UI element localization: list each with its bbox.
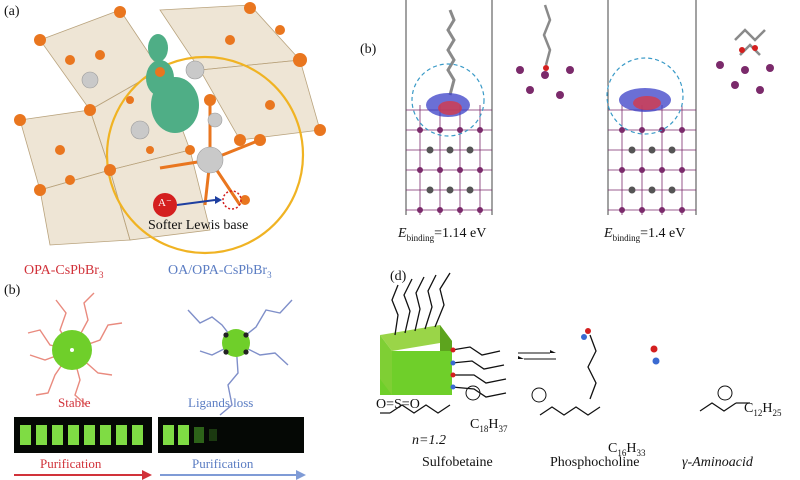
anion-label: A⁻	[158, 197, 172, 209]
c16-h: H	[626, 441, 637, 456]
panel-d-label: (d)	[390, 269, 407, 284]
ligands-loss-label: Ligands loss	[188, 395, 254, 410]
panel-a-illustration	[14, 2, 326, 255]
panel-d: (d)	[340, 255, 800, 480]
nanocrystal-diagram	[14, 292, 306, 480]
c16-hsub: 33	[636, 447, 646, 458]
c16-csub: 16	[617, 447, 627, 458]
sulfonate-group: O=S=O	[376, 397, 420, 412]
vacancy-circle	[222, 190, 242, 210]
name-aminoacid: γ-Aminoacid	[682, 455, 753, 470]
purification-left: Purification	[40, 456, 102, 471]
name-sulfobetaine: Sulfobetaine	[422, 455, 493, 470]
panel-b-bottom-label: (b)	[4, 283, 21, 298]
c16-c: C	[608, 441, 618, 456]
c12-chain: C12H25	[744, 401, 781, 418]
binding-region-right	[606, 57, 684, 135]
zwitterion-diagram	[380, 272, 750, 416]
purification-right: Purification	[192, 456, 254, 471]
stable-label: Stable	[58, 395, 91, 410]
opa-title-sub: 3	[98, 269, 104, 280]
oa-opa-title: OA/OPA-CsPbBr3	[168, 263, 272, 280]
c12-hsub: 25	[772, 407, 782, 418]
energy-left-subscript: binding	[406, 232, 435, 243]
energy-right: Ebinding=1.4 eV	[604, 226, 685, 243]
opa-title: OPA-CsPbBr3	[24, 263, 103, 280]
c16-chain: C16H33	[608, 441, 645, 458]
c18-hsub: 37	[498, 423, 508, 434]
panel-b-top-label: (b)	[360, 42, 377, 57]
c18-h: H	[488, 417, 499, 432]
softer-lewis-base-caption: Softer Lewis base	[148, 218, 249, 233]
c12-c: C	[744, 401, 754, 416]
ligand-loss-nanocrystal	[222, 329, 250, 357]
energy-left-symbol: E	[398, 226, 407, 241]
binding-simulation	[405, 0, 774, 215]
highlight-ring	[105, 55, 305, 255]
binding-region-left	[411, 63, 485, 137]
panel-a: (a) A⁻ Softer Lewis base	[0, 0, 340, 255]
energy-right-subscript: binding	[612, 232, 641, 243]
c18-csub: 18	[479, 423, 489, 434]
panel-b-top: (b) Ebinding=1.14 eV Ebinding=1.4 eV	[350, 0, 800, 250]
energy-right-symbol: E	[604, 226, 613, 241]
c18-chain: C18H37	[470, 417, 507, 434]
opa-title-main: OPA-CsPbBr	[24, 263, 99, 278]
c18-c: C	[470, 417, 480, 432]
name-phosphocholine: Phosphocholine	[550, 455, 640, 470]
energy-left: Ebinding=1.14 eV	[398, 226, 486, 243]
c12-csub: 12	[753, 407, 763, 418]
energy-right-value: =1.4 eV	[640, 226, 686, 241]
energy-left-value: =1.14 eV	[434, 226, 487, 241]
oa-opa-title-sub: 3	[267, 269, 272, 280]
panel-a-label: (a)	[4, 4, 20, 19]
oa-opa-title-main: OA/OPA-CsPbBr	[168, 263, 268, 278]
vials-stable	[14, 417, 152, 453]
c12-h: H	[762, 401, 773, 416]
anion-sphere	[153, 193, 177, 217]
panel-b-bottom: (b) OPA-CsPbBr3 OA/OPA-CsPbBr3	[0, 255, 330, 480]
n-value-label: n=1.2	[412, 433, 446, 448]
